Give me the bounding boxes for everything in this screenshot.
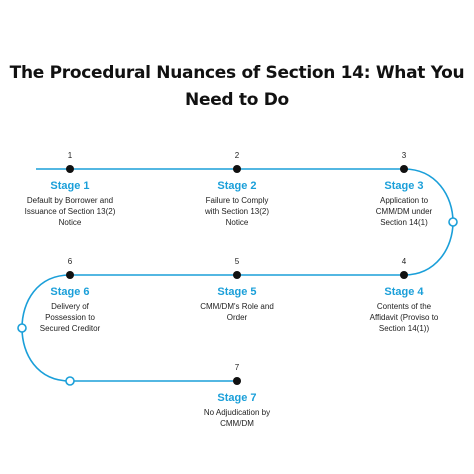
stage-description-7: No Adjudication by CMM/DM [187, 407, 287, 429]
stage-nodes [66, 165, 408, 385]
stage-description-line: Order [226, 313, 248, 322]
stage-description-line: Application to [379, 196, 429, 205]
stage-node-2 [233, 165, 241, 173]
stage-description-line: Contents of the [376, 302, 432, 311]
turn-marker-1 [448, 217, 458, 227]
stage-label-4: Stage 4 [384, 286, 424, 298]
stage-label-5: Stage 5 [217, 286, 257, 298]
stage-label-1: Stage 1 [50, 180, 90, 192]
stage-description-line: with Section 13(2) [204, 207, 270, 216]
stage-description-6: Delivery of Possession to Secured Creditor [20, 301, 120, 334]
stage-number-1: 1 [67, 151, 73, 160]
title-line-2: Need to Do [185, 90, 289, 110]
stage-label-2: Stage 2 [217, 180, 257, 192]
stage-number-2: 2 [234, 151, 240, 160]
stage-label-6: Stage 6 [50, 286, 90, 298]
stage-number-4: 4 [401, 257, 407, 266]
stage-description-line: No Adjudication by [203, 408, 271, 417]
stage-description-line: Notice [225, 218, 249, 227]
stage-description-line: CMM/DM's Role and [200, 302, 274, 311]
stage-number-6: 6 [67, 257, 73, 266]
stage-node-1 [66, 165, 74, 173]
stage-description-line: Section 14(1)) [378, 324, 430, 333]
title-line-1: The Procedural Nuances of Section 14: Wh… [9, 63, 465, 83]
turn-marker-2 [17, 323, 27, 333]
stage-node-7 [233, 377, 241, 385]
stage-description-line: Affidavit (Proviso to [369, 313, 439, 322]
stage-description-line: Notice [58, 218, 82, 227]
stage-label-3: Stage 3 [384, 180, 424, 192]
stage-description-line: Issuance of Section 13(2) [24, 207, 116, 216]
stage-description-line: Possession to [45, 313, 95, 322]
connector-lines [17, 168, 458, 386]
stage-number-5: 5 [234, 257, 240, 266]
stage-description-2: Failure to Comply with Section 13(2) Notic… [187, 195, 287, 228]
stage-description-line: CMM/DM under [375, 207, 433, 216]
stage-node-6 [66, 271, 74, 279]
stage-description-line: Secured Creditor [39, 324, 101, 333]
stage-node-5 [233, 271, 241, 279]
stage-number-3: 3 [401, 151, 407, 160]
stage-description-line: Failure to Comply [205, 196, 269, 205]
stage-node-3 [400, 165, 408, 173]
stage-number-7: 7 [234, 363, 240, 372]
stage-description-line: Section 14(1) [380, 218, 428, 227]
stage-label-7: Stage 7 [217, 392, 257, 404]
diagram-title: The Procedural Nuances of Section 14: Wh… [0, 60, 474, 114]
stage-node-4 [400, 271, 408, 279]
stage-description-line: Delivery of [51, 302, 89, 311]
stage-description-line: CMM/DM [220, 419, 254, 428]
stage-description-line: Default by Borrower and [26, 196, 114, 205]
turn-marker-3 [65, 376, 75, 386]
